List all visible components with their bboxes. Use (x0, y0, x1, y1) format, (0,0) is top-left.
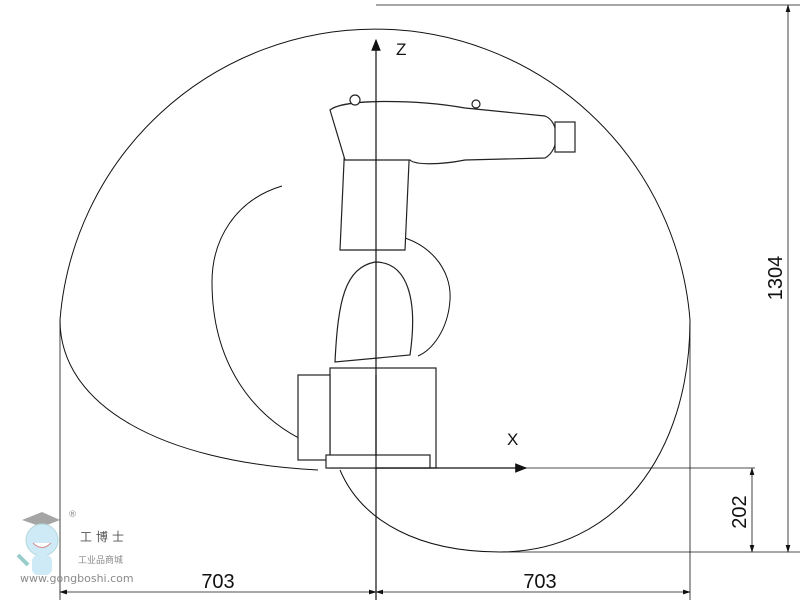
dim-1304: 1304 (765, 256, 787, 301)
watermark-brand: 工博士 (80, 530, 129, 544)
dim-202: 202 (729, 495, 751, 528)
watermark-registered: ® (68, 510, 77, 520)
watermark-subtitle: 工业品商城 (78, 556, 124, 566)
watermark-url: www.gongboshi.com (20, 572, 134, 585)
dim-right-703: 703 (523, 571, 556, 593)
robot-arm (297, 94, 576, 469)
robot-lower-arm (334, 261, 414, 363)
inner-right-arc (387, 233, 451, 357)
x-axis-label: X (507, 430, 518, 449)
robot-forearm (329, 100, 557, 165)
watermark-mascot-logo (16, 512, 60, 575)
robot-base (329, 367, 437, 469)
dim-left-703: 703 (201, 571, 234, 593)
robot-flange (554, 121, 576, 153)
inner-workspace-loop (211, 185, 319, 448)
z-axis-label: Z (396, 40, 406, 59)
